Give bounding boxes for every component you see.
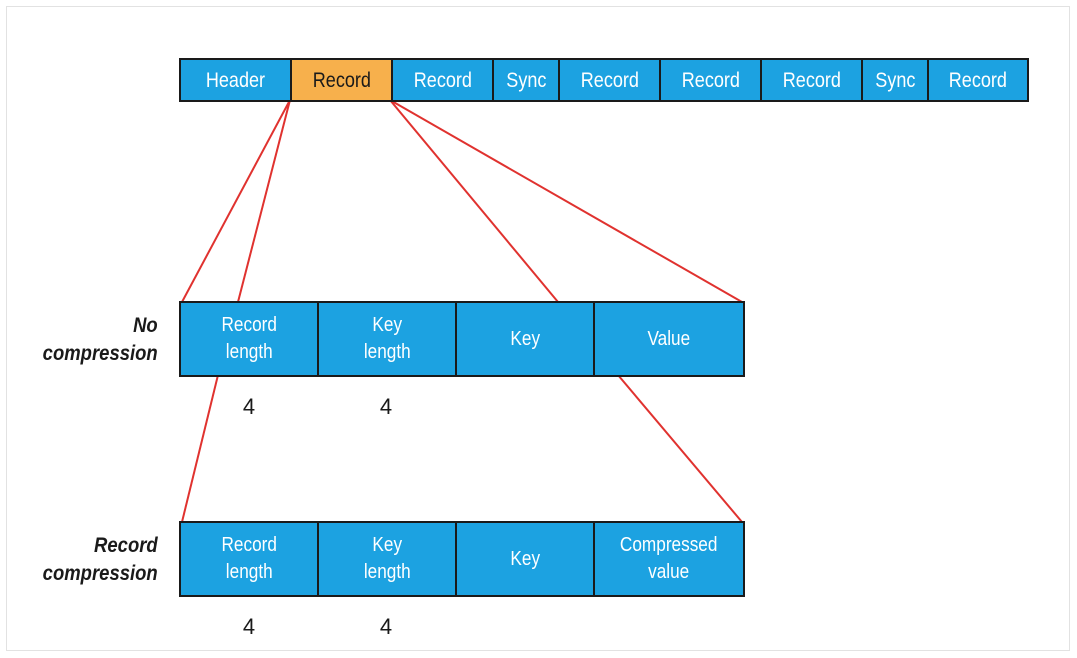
record-segment: Record — [929, 60, 1027, 100]
record-segment-highlighted: Record — [292, 60, 393, 100]
record-segment: Record — [560, 60, 661, 100]
connector-line — [181, 374, 219, 523]
connector-line — [617, 374, 743, 523]
key-length-size: 4 — [379, 614, 393, 639]
record-length-segment: Record length — [181, 303, 319, 375]
value-segment: Value — [595, 303, 743, 375]
key-segment: Key — [457, 303, 595, 375]
key-length-segment: Key length — [319, 303, 457, 375]
record-length-size: 4 — [242, 614, 256, 639]
key-length-size: 4 — [379, 394, 393, 419]
connector-line — [389, 99, 559, 303]
record-segment: Record — [661, 60, 762, 100]
record-segment: Record — [762, 60, 863, 100]
connector-line — [389, 99, 743, 303]
key-segment: Key — [457, 523, 595, 595]
record-segment: Record — [393, 60, 494, 100]
record-compression-label: Record compression — [42, 534, 158, 585]
record-length-size: 4 — [242, 394, 256, 419]
no-compression-label: No compression — [42, 314, 158, 365]
connector-line — [181, 99, 291, 303]
header-segment: Header — [181, 60, 292, 100]
key-length-segment: Key length — [319, 523, 457, 595]
diagram-frame — [6, 6, 1070, 651]
sync-segment: Sync — [863, 60, 929, 100]
record-compression-row: Record length Key length Key Compressed … — [179, 521, 745, 597]
record-length-segment: Record length — [181, 523, 319, 595]
sync-segment: Sync — [494, 60, 560, 100]
no-compression-row: Record length Key length Key Value — [179, 301, 745, 377]
connector-line — [237, 99, 291, 303]
sequence-file-row: Header Record Record Sync Record Record … — [179, 58, 1029, 102]
compressed-value-segment: Compressed value — [595, 523, 743, 595]
